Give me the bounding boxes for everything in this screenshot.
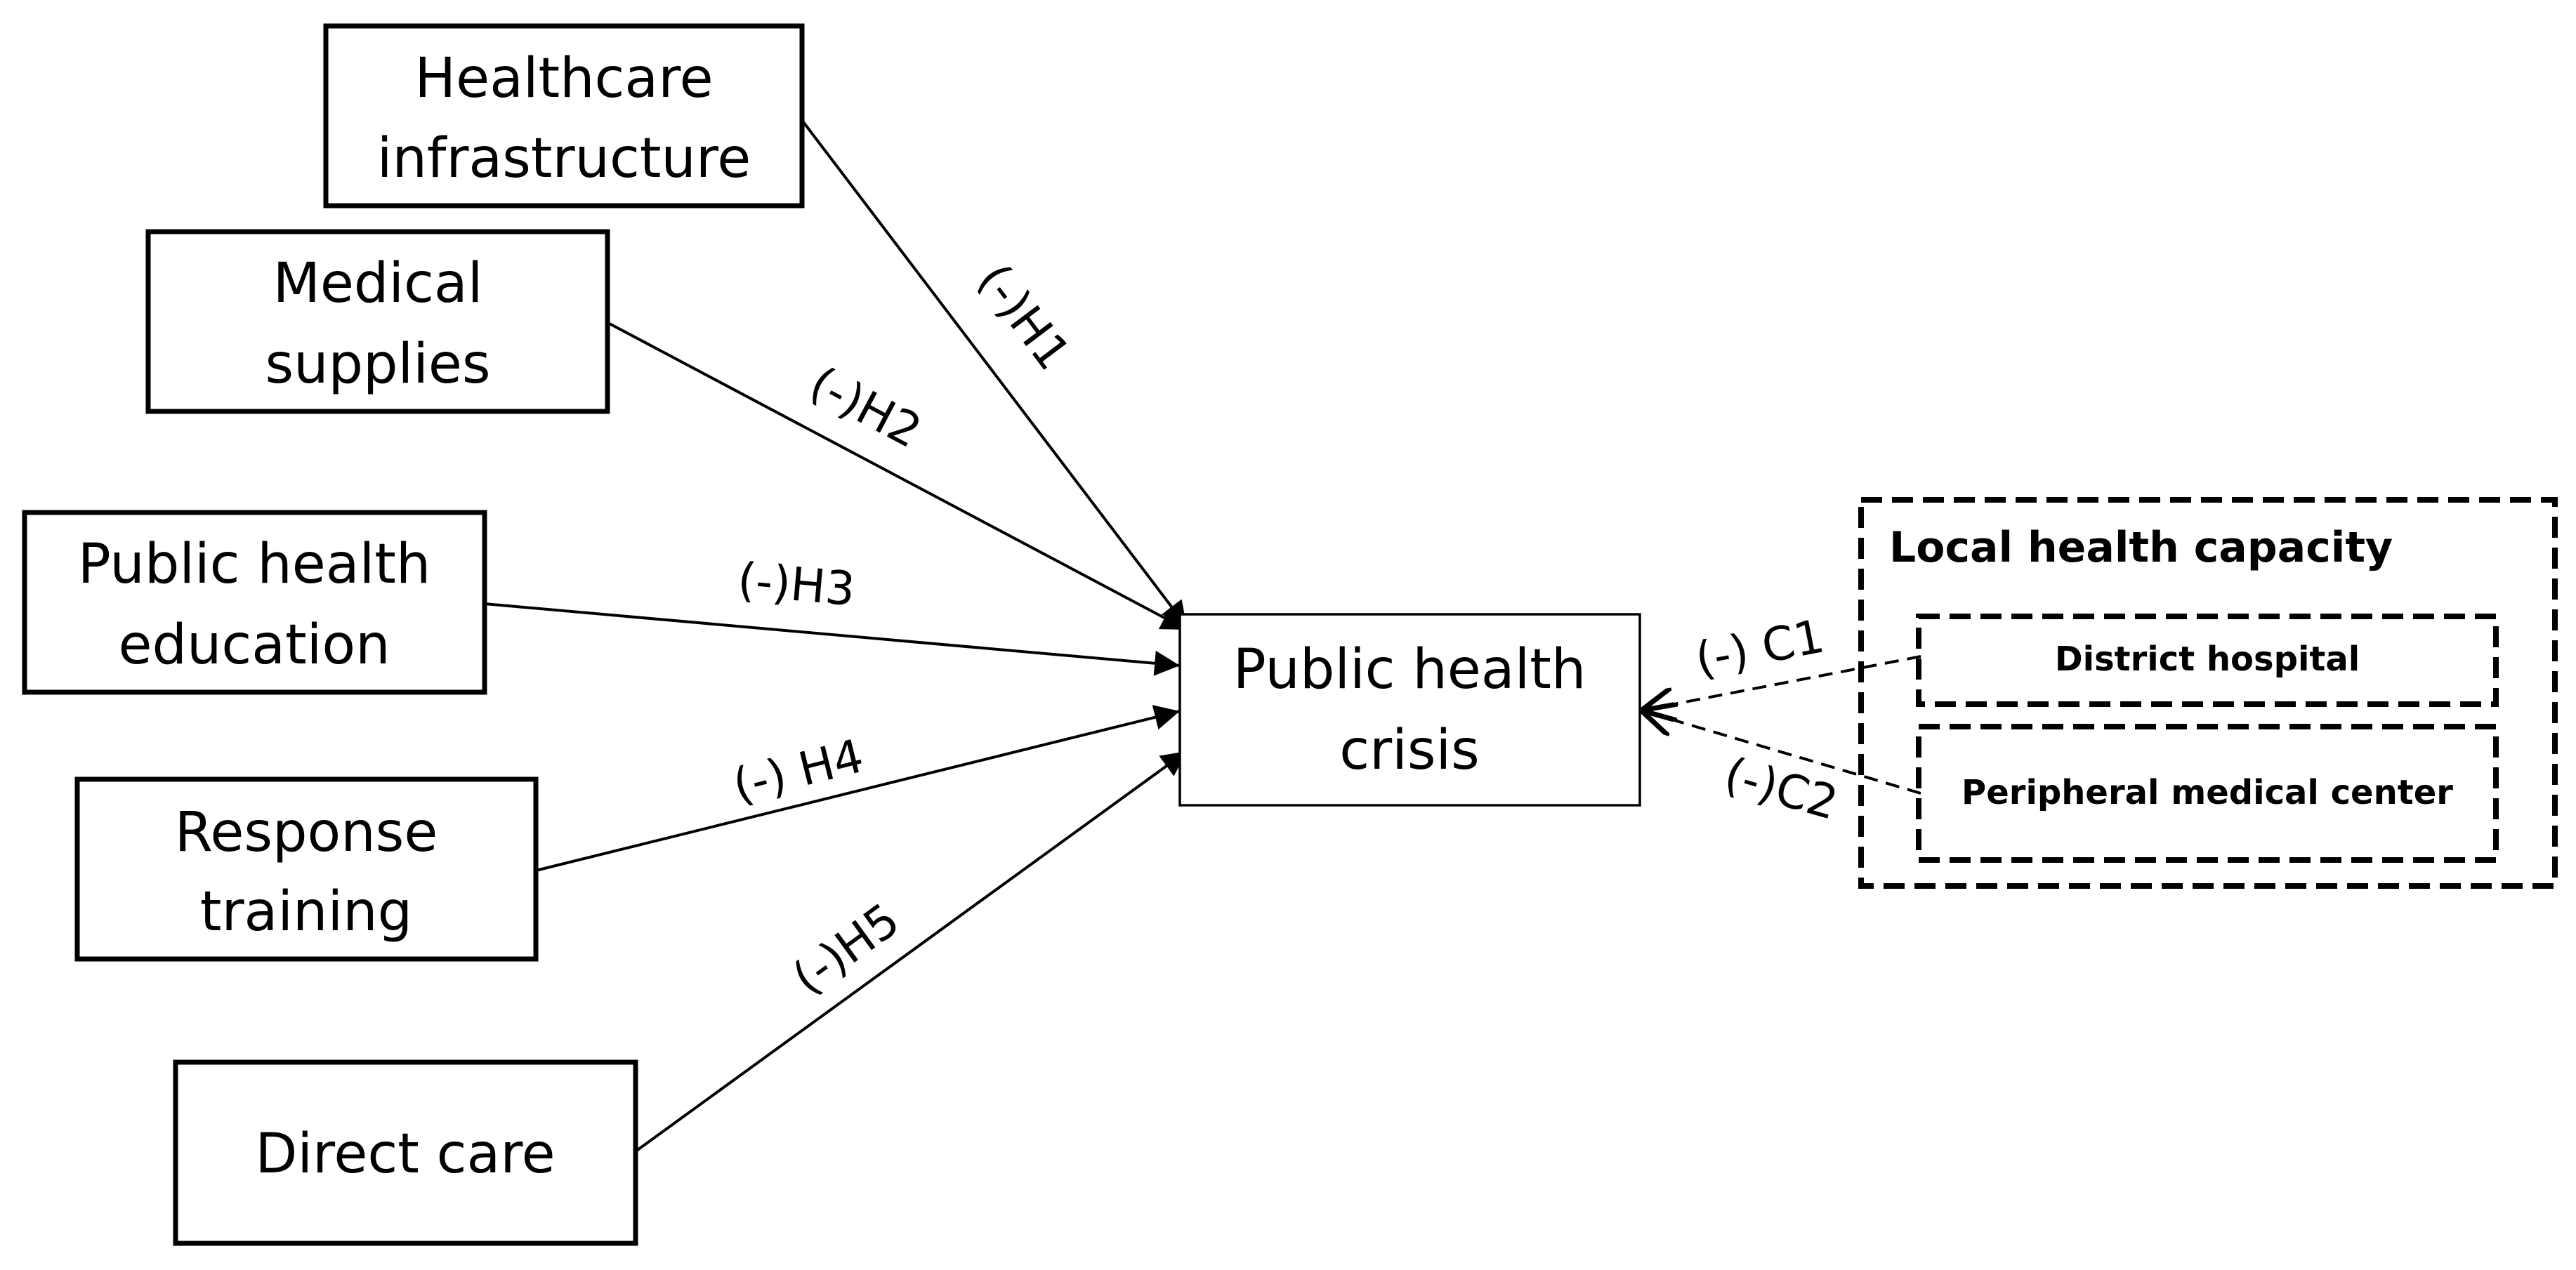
edges-controls [1641,655,1921,795]
district-hospital-label: District hospital [2055,640,2360,679]
node-label-line1: Response [175,801,438,864]
edges-hypotheses [484,118,1188,1153]
node-label-line1: Public health [78,533,431,596]
node-medical-supplies: Medical supplies [145,229,610,414]
node-label-line2: supplies [265,333,490,396]
edge-h1-arrow [800,118,1188,628]
group-box [1858,497,2558,889]
peripheral-medical-center-box [1916,724,2499,863]
node-box [1178,613,1641,807]
node-healthcare-infrastructure: Healthcare infrastructure [323,23,805,209]
node-box [173,1059,638,1246]
edge-label-h5: (-)H5 [783,893,909,1005]
node-label-line2: training [200,880,412,944]
node-label-line2: infrastructure [377,127,751,190]
edge-h5-arrow [634,750,1188,1153]
node-public-health-crisis: Public health crisis [1178,613,1641,807]
group-title: Local health capacity [1889,523,2393,572]
node-label: Direct care [255,1123,555,1186]
node-label-line1: Public health [1233,638,1586,701]
edge-label-c1: (-) C1 [1691,609,1829,687]
edge-h3-arrow [484,602,1181,676]
edge-label-h4: (-) H4 [728,729,869,813]
group-local-health-capacity: Local health capacity District hospital … [1858,497,2558,889]
edge-c1-arrow [1641,655,1921,710]
peripheral-medical-center-label: Peripheral medical center [1961,773,2453,812]
edge-c2-arrow [1641,710,1921,795]
node-label-line1: Medical [273,252,483,315]
node-box [22,510,487,695]
node-box [145,229,610,414]
edge-h2-arrow [607,322,1188,631]
edge-label-h3: (-)H3 [735,553,857,616]
node-label-line1: Healthcare [414,47,713,110]
district-hospital-box [1916,614,2499,707]
node-direct-care: Direct care [173,1059,638,1246]
node-public-health-education: Public health education [22,510,487,695]
edge-label-h2: (-)H2 [801,356,931,458]
node-label-line2: education [118,614,390,677]
edge-h4-arrow [535,705,1181,872]
node-box [74,776,539,962]
node-response-training: Response training [74,776,539,962]
node-box [323,23,805,209]
edge-label-c2: (-)C2 [1719,747,1844,831]
node-label-line2: crisis [1339,719,1480,782]
